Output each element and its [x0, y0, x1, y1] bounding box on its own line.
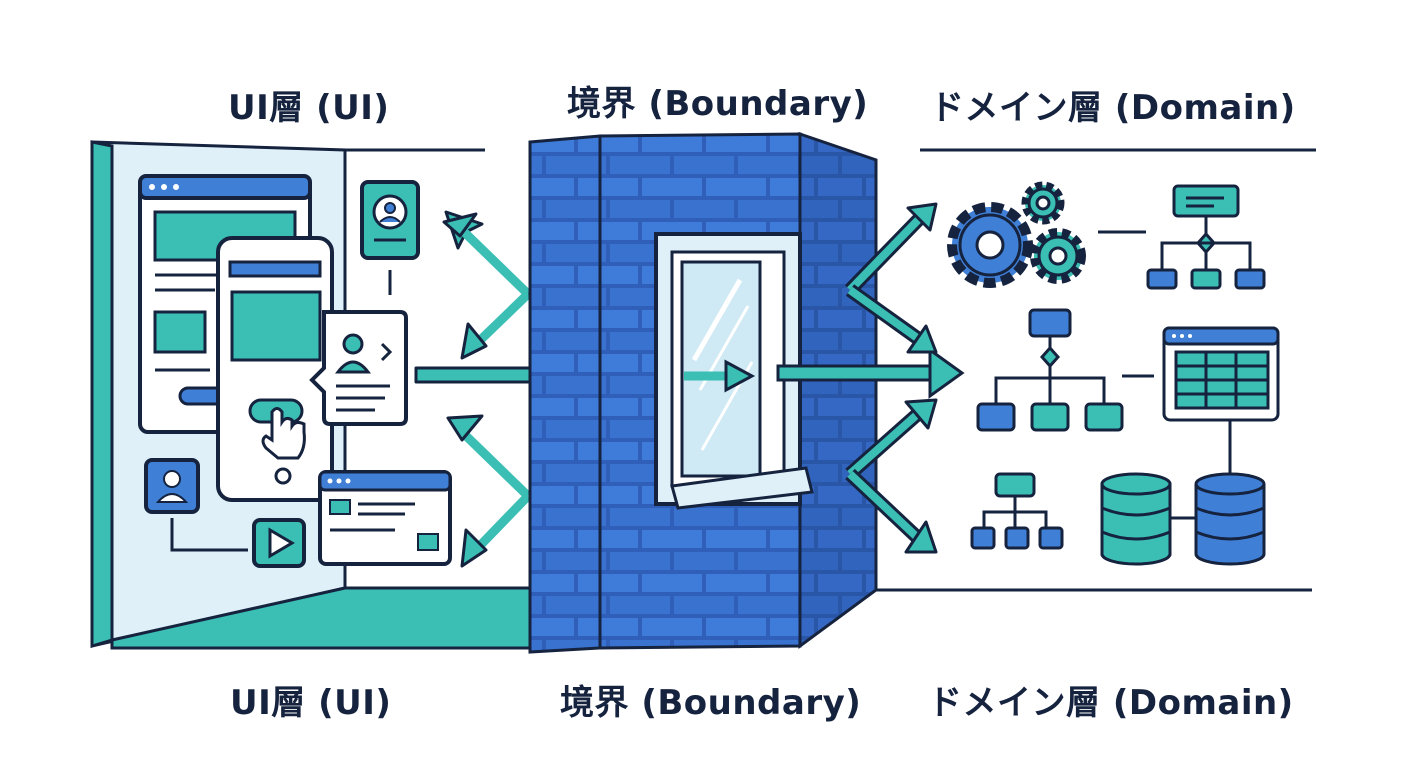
org-chart-icon	[970, 472, 1064, 550]
database-icon	[1100, 472, 1172, 566]
boundary-title-top: 境界 (Boundary)	[567, 84, 869, 124]
profile-card-icon	[309, 310, 408, 426]
gear-icon	[947, 202, 1033, 288]
ui-layer-title-top: UI層 (UI)	[228, 88, 390, 128]
org-chart-icon	[1146, 184, 1266, 290]
phone-icon	[216, 236, 334, 502]
org-chart-icon	[976, 308, 1124, 432]
domain-layer-title-top: ドメイン層 (Domain)	[930, 88, 1296, 128]
domain-layer-title-bottom: ドメイン層 (Domain)	[928, 683, 1294, 723]
ui-boundary-arrows	[414, 210, 534, 568]
database-icon	[1194, 472, 1266, 566]
hand-pointer-icon	[261, 407, 306, 460]
boundary-wall	[528, 131, 878, 654]
wall-window	[654, 232, 814, 510]
boundary-domain-arrow	[776, 347, 965, 399]
ui-layer-title-bottom: UI層 (UI)	[230, 683, 392, 723]
gear-icon	[1021, 181, 1065, 225]
gear-icon	[1030, 228, 1086, 284]
boundary-title-bottom: 境界 (Boundary)	[560, 683, 862, 723]
avatar-icon	[360, 180, 420, 295]
window-icon	[318, 470, 452, 566]
domain-arrows	[844, 202, 938, 554]
play-icon	[252, 518, 306, 568]
table-icon	[1162, 326, 1280, 474]
avatar-icon	[144, 458, 248, 552]
